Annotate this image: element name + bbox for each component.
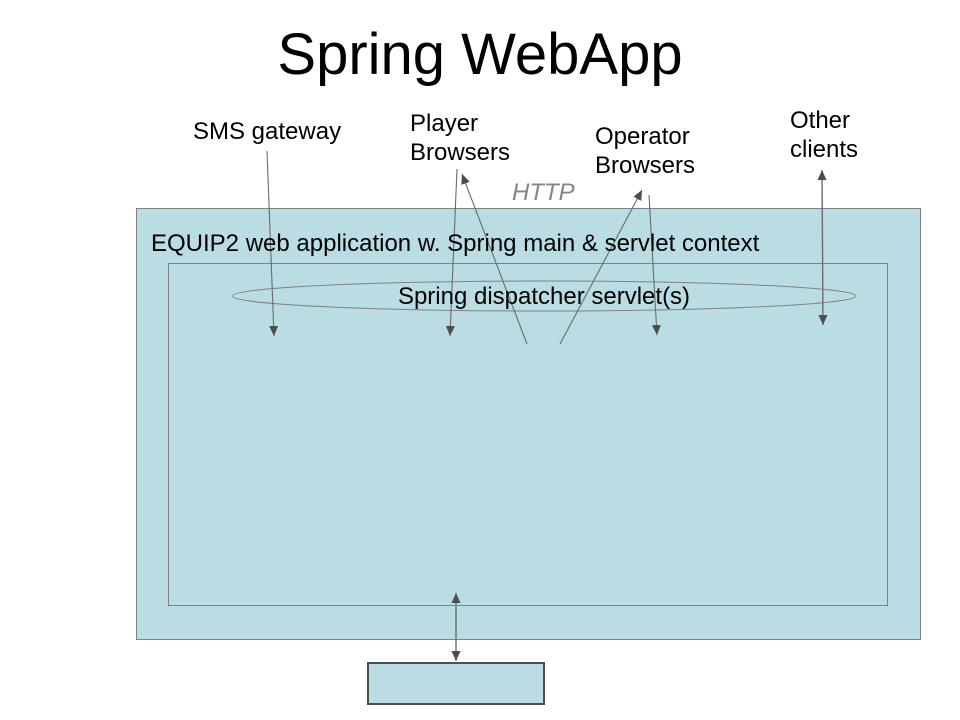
sms-gateway-arrow [266,150,279,337]
slide-title: Spring WebApp [277,22,683,87]
label-http-protocol: HTTP [512,179,575,206]
dispatcher-servlet-ellipse [231,280,857,312]
player-browsers-request-arrow [445,168,458,337]
label-equip2-webapp-context: EQUIP2 web application w. Spring main & … [151,230,760,257]
connector-arrows-group [266,150,828,661]
label-sms-gateway: SMS gateway [193,118,342,145]
backend-component-box [367,662,545,705]
player-browsers-response-arrow [461,173,528,345]
label-player-browsers: Player Browsers [410,110,511,166]
other-clients-double-arrow [817,169,828,326]
operator-browsers-response-arrow [559,189,643,345]
servlet-context-box [168,263,888,606]
webapp-context-box [136,208,921,640]
label-operator-browsers: Operator Browsers [595,123,696,179]
label-spring-dispatcher-servlet: Spring dispatcher servlet(s) [397,283,691,310]
operator-browsers-request-arrow [648,194,661,336]
label-other-clients: Other clients [790,107,859,163]
